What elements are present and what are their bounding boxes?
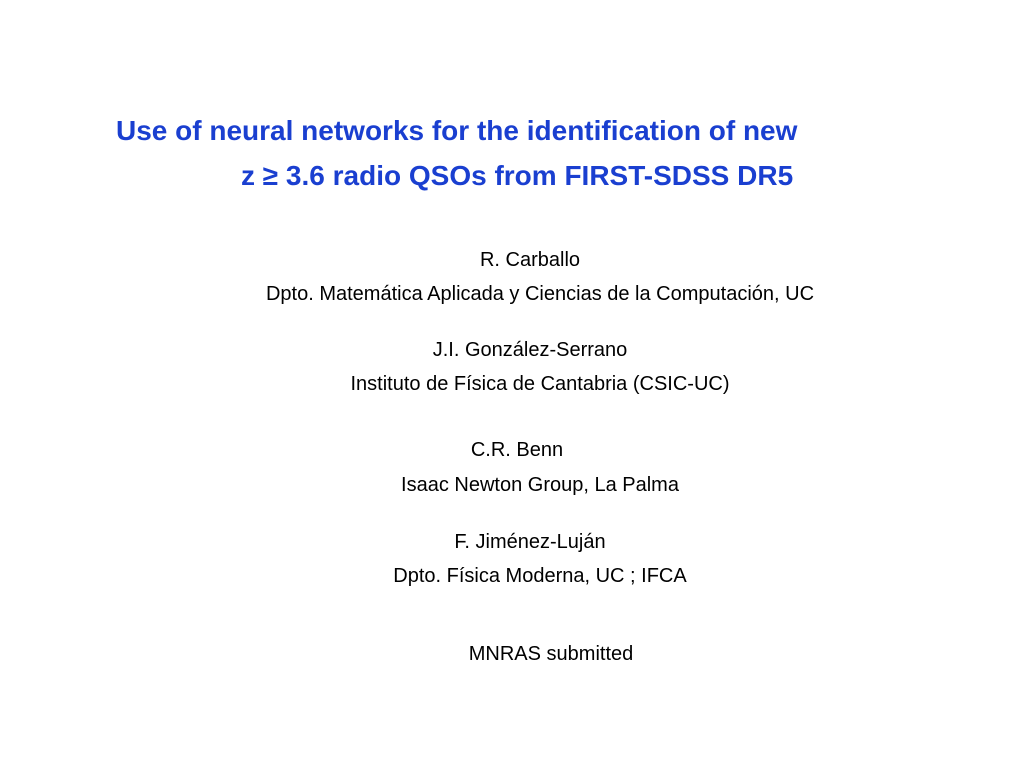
author-name: F. Jiménez-Luján	[454, 531, 606, 553]
author-affiliation: Dpto. Matemática Aplicada y Ciencias de …	[265, 283, 815, 305]
author-name: C.R. Benn	[470, 439, 564, 461]
author-name: J.I. González-Serrano	[432, 339, 628, 361]
slide-title-line-1: Use of neural networks for the identific…	[116, 115, 798, 146]
slide-title-line-2: z ≥ 3.6 radio QSOs from FIRST-SDSS DR5	[241, 160, 794, 191]
author-affiliation: Isaac Newton Group, La Palma	[401, 474, 679, 496]
author-name: R. Carballo	[479, 249, 581, 271]
author-affiliation: Dpto. Física Moderna, UC ; IFCA	[393, 565, 687, 587]
submission-status: MNRAS submitted	[468, 643, 634, 665]
author-affiliation: Instituto de Física de Cantabria (CSIC-U…	[350, 373, 730, 395]
